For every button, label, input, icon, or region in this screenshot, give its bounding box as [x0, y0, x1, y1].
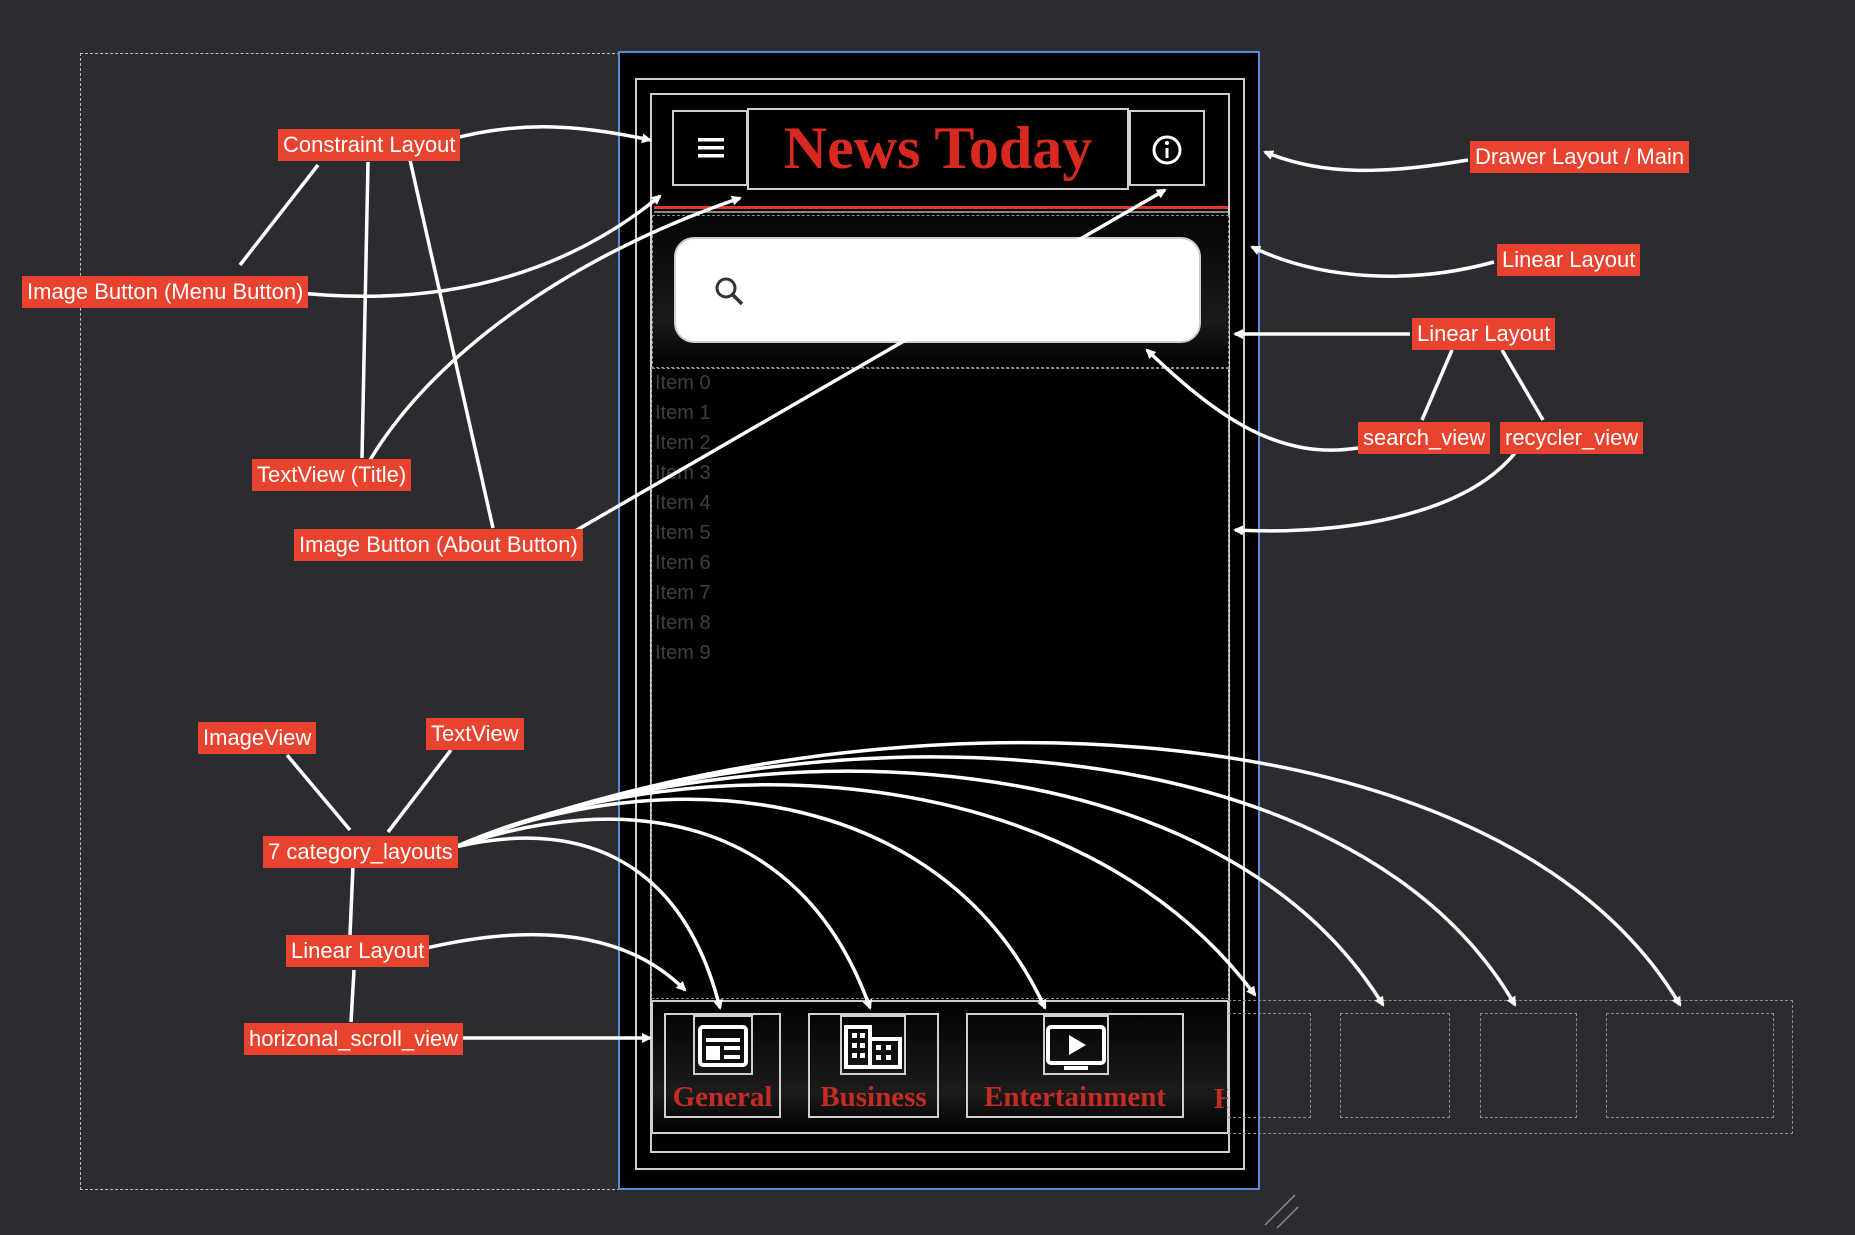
category-general[interactable]: General — [664, 1013, 781, 1118]
horizontal-scroll-view[interactable] — [651, 1000, 1229, 1134]
about-button[interactable] — [1129, 110, 1205, 186]
list-item: Item 3 — [655, 462, 711, 484]
annotation-textview: TextView — [426, 718, 524, 750]
building-icon — [844, 1025, 902, 1069]
annotation-linear-layout: Linear Layout — [286, 935, 430, 967]
design-bounds — [80, 53, 620, 1190]
info-icon — [1152, 135, 1182, 165]
list-item: Item 6 — [655, 552, 711, 574]
page-title-box: News Today — [747, 108, 1129, 190]
category-entertainment[interactable]: Entertainment — [966, 1013, 1184, 1118]
annotation-linear-layout: Linear Layout — [1497, 244, 1641, 276]
list-item: Item 0 — [655, 372, 711, 394]
category-label: General — [672, 1081, 773, 1113]
search-icon — [715, 277, 744, 306]
list-item: Item 4 — [655, 492, 711, 514]
main-container-outline — [635, 78, 1245, 1170]
annotation-drawer-layout: Drawer Layout / Main — [1470, 141, 1690, 173]
annotation-search-view: search_view — [1358, 422, 1491, 454]
menu-icon — [698, 138, 724, 158]
annotation-title-textview: TextView (Title) — [252, 459, 412, 491]
category-placeholder — [1228, 1013, 1311, 1118]
list-item: Item 1 — [655, 402, 711, 424]
category-label: Business — [820, 1081, 927, 1113]
annotation-linear-layout: Linear Layout — [1412, 318, 1556, 350]
toolbar-divider — [654, 206, 1228, 209]
list-item: Item 7 — [655, 582, 711, 604]
category-label: Entertainment — [983, 1081, 1167, 1113]
recycler-view[interactable] — [651, 367, 1229, 999]
annotation-recycler-view: recycler_view — [1500, 422, 1644, 454]
list-item: Item 2 — [655, 432, 711, 454]
list-item: Item 8 — [655, 612, 711, 634]
annotation-menu-button: Image Button (Menu Button) — [22, 276, 309, 308]
category-placeholder — [1606, 1013, 1774, 1118]
page-title: News Today — [783, 115, 1093, 181]
toolbar-divider-light — [654, 211, 1228, 213]
annotation-horizontal-scroll-view: horizonal_scroll_view — [244, 1023, 464, 1055]
search-view[interactable] — [674, 237, 1201, 343]
category-placeholder — [1340, 1013, 1450, 1118]
annotation-constraint-layout: Constraint Layout — [278, 129, 461, 161]
category-placeholder — [1480, 1013, 1577, 1118]
menu-button[interactable] — [672, 110, 748, 186]
tv-play-icon — [1046, 1025, 1106, 1070]
annotation-imageview: ImageView — [198, 722, 317, 754]
category-partial[interactable]: H — [1214, 1013, 1228, 1118]
list-item: Item 5 — [655, 522, 711, 544]
category-label: H — [1214, 1083, 1228, 1115]
category-business[interactable]: Business — [808, 1013, 939, 1118]
list-item: Item 9 — [655, 642, 711, 664]
annotation-category-layouts: 7 category_layouts — [263, 836, 458, 868]
newspaper-icon — [698, 1025, 748, 1067]
annotation-about-button: Image Button (About Button) — [294, 529, 583, 561]
